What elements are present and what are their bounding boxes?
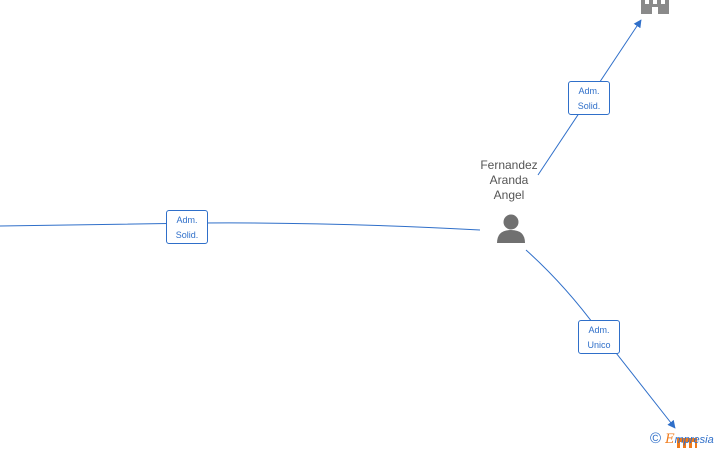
copyright-symbol: © xyxy=(650,430,662,447)
edge-label-left-line-2: Solid. xyxy=(175,230,199,240)
edge-from-left xyxy=(0,222,481,231)
person-name-line-1: Fernandez xyxy=(480,158,538,172)
brand-prefix: E xyxy=(665,432,675,447)
person-name[interactable]: Fernandez Aranda Angel xyxy=(472,158,546,203)
person-name-line-2: Aranda xyxy=(489,173,529,187)
person-name-line-3: Angel xyxy=(493,188,525,202)
edge-label-bottom-right-line-1: Adm. xyxy=(588,325,610,335)
building-icon[interactable] xyxy=(641,0,669,14)
brand-suffix: mpresia xyxy=(674,434,714,446)
brand-logo-icon xyxy=(677,438,697,448)
edge-label-top-right-line-2: Solid. xyxy=(577,101,601,111)
person-icon[interactable] xyxy=(497,214,525,244)
edge-label-bottom-right-line-2: Unico xyxy=(587,340,611,350)
watermark: ©Empresia xyxy=(650,430,714,447)
edge-label-top-right[interactable]: Adm. Solid. xyxy=(568,81,610,115)
edge-label-left[interactable]: Adm. Solid. xyxy=(166,210,208,244)
edge-label-bottom-right[interactable]: Adm. Unico xyxy=(578,320,620,354)
edge-label-left-line-1: Adm. xyxy=(176,215,198,225)
edge-label-top-right-line-1: Adm. xyxy=(578,86,600,96)
